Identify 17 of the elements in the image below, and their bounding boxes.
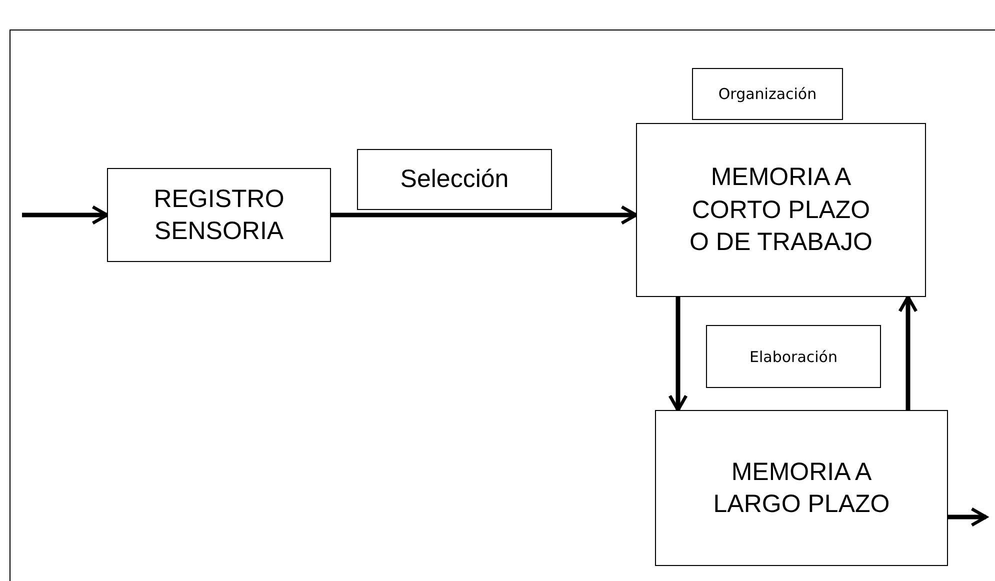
label-box [706, 325, 881, 388]
box-label: MEMORIA A CORTO PLAZO O DE TRABAJO [688, 162, 874, 258]
box-label: MEMORIA A LARGO PLAZO [712, 456, 891, 520]
process-box [357, 149, 552, 210]
arrow [22, 205, 109, 225]
arrow [898, 295, 918, 410]
process-box [107, 168, 331, 262]
box-label: Selección [400, 164, 509, 196]
arrow [948, 507, 988, 527]
label-box [692, 68, 843, 120]
process-box [655, 410, 948, 566]
arrow [331, 205, 638, 225]
box-label: Elaboración [750, 348, 838, 366]
box-label: REGISTRO SENSORIA [152, 184, 286, 247]
arrow [668, 297, 688, 412]
box-label: Organización [718, 85, 817, 103]
process-box [636, 123, 926, 297]
